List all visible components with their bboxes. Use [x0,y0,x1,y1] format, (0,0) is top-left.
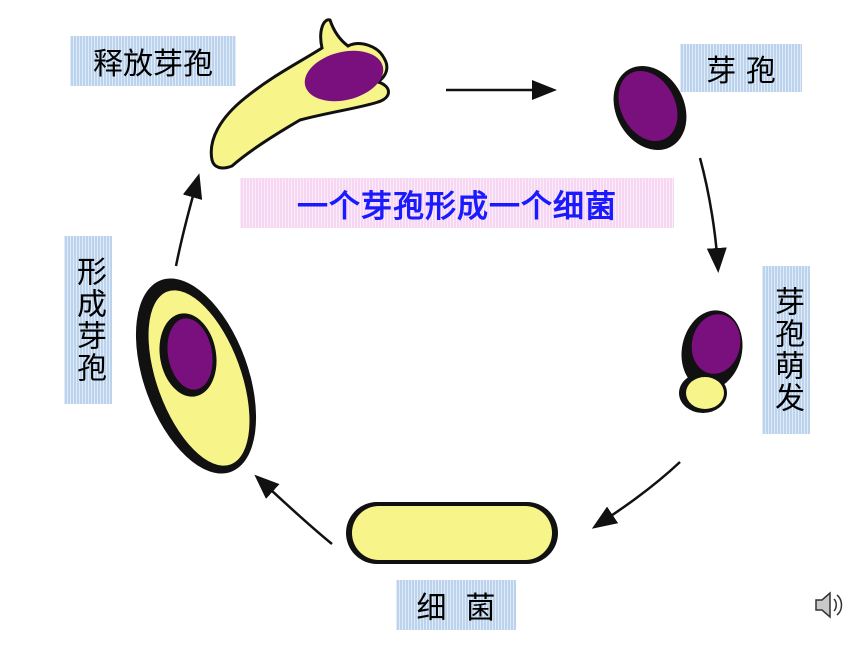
label-germination: 芽孢萌发 [762,266,810,434]
speaker-icon[interactable] [812,588,846,622]
arrow-germination-to-bacterium [591,461,681,529]
bacterium-cell [346,502,558,564]
label-release-spore: 释放芽孢 [70,36,236,86]
label-spore: 芽 孢 [680,44,802,92]
free-spore [613,65,687,151]
diagram-title: 一个芽孢形成一个细菌 [240,178,674,228]
label-bacterium: 细 菌 [396,580,516,630]
label-form-spore: 形成芽孢 [64,236,112,404]
arrow-bacterium-to-forming [254,474,333,545]
releasing-spore-cell [209,18,390,170]
germinating-spore [679,310,743,413]
arrow-spore-to-germination [698,157,727,273]
forming-spore-cell [135,278,257,474]
arrow-forming-to-release [174,173,203,267]
